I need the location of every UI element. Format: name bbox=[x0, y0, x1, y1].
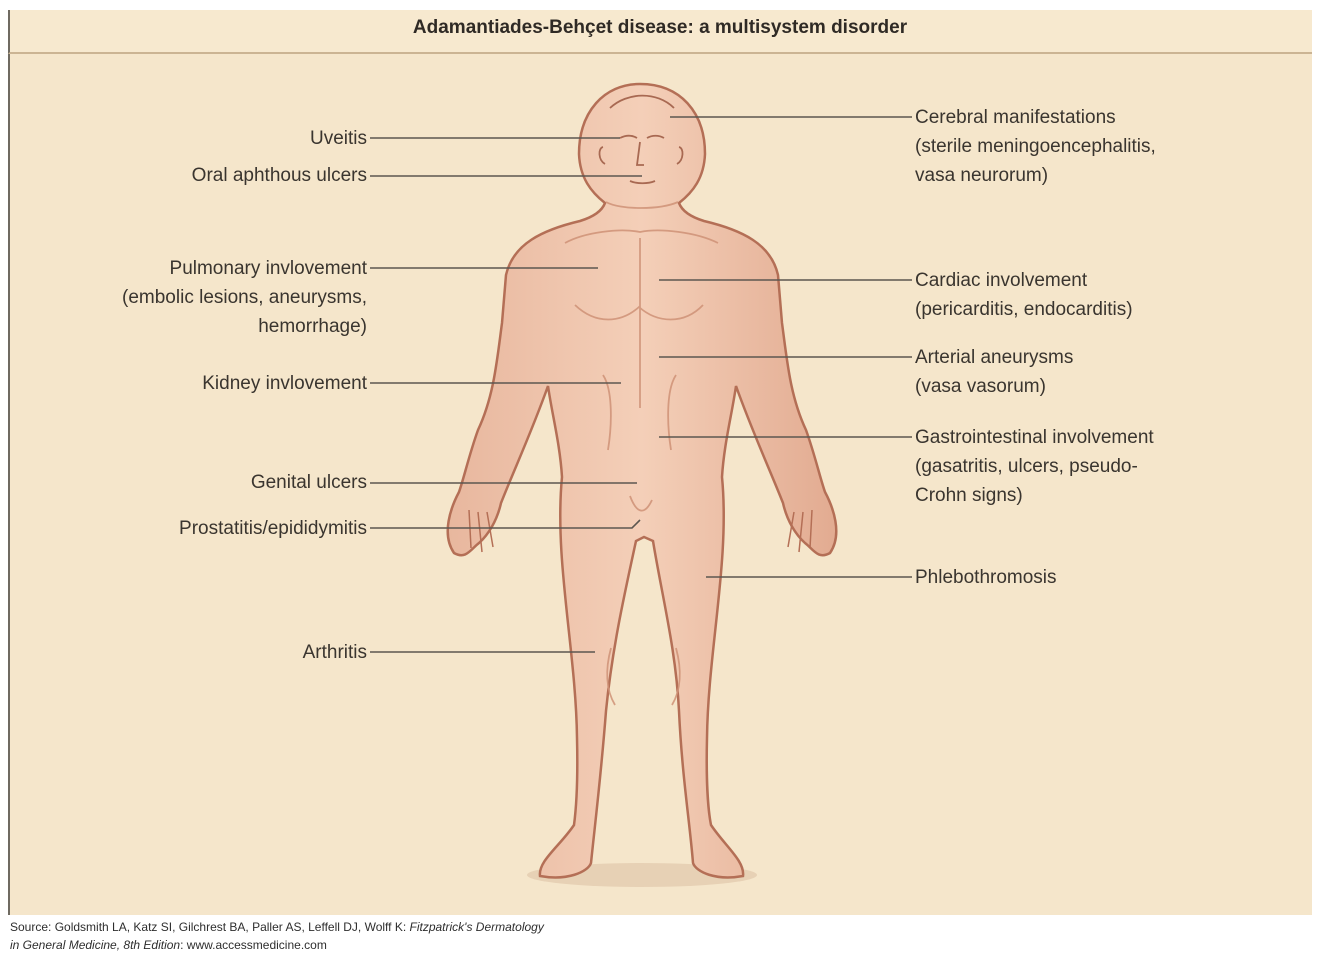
label-line: Genital ulcers bbox=[251, 468, 367, 497]
label-cardiac: Cardiac involvement (pericarditis, endoc… bbox=[915, 266, 1133, 324]
label-arterial: Arterial aneurysms (vasa vasorum) bbox=[915, 343, 1073, 401]
label-line: Arthritis bbox=[303, 638, 367, 667]
label-line: (sterile meningoencephalitis, bbox=[915, 132, 1156, 161]
human-figure bbox=[448, 84, 837, 887]
label-line: Oral aphthous ulcers bbox=[192, 161, 367, 190]
source-citation: Source: Goldsmith LA, Katz SI, Gilchrest… bbox=[10, 918, 544, 954]
source-book-edition: in General Medicine, 8th Edition bbox=[10, 938, 180, 952]
label-line: (pericarditis, endocarditis) bbox=[915, 295, 1133, 324]
label-line: Cardiac involvement bbox=[915, 266, 1133, 295]
label-arthritis: Arthritis bbox=[303, 638, 367, 667]
label-line: Prostatitis/epididymitis bbox=[179, 514, 367, 543]
label-line: Gastrointestinal involvement bbox=[915, 423, 1154, 452]
label-line: Cerebral manifestations bbox=[915, 103, 1156, 132]
label-uveitis: Uveitis bbox=[310, 124, 367, 153]
source-authors: Source: Goldsmith LA, Katz SI, Gilchrest… bbox=[10, 920, 410, 934]
label-gastro: Gastrointestinal involvement (gasatritis… bbox=[915, 423, 1154, 510]
label-line: Crohn signs) bbox=[915, 481, 1154, 510]
label-line: Uveitis bbox=[310, 124, 367, 153]
source-line-1: Source: Goldsmith LA, Katz SI, Gilchrest… bbox=[10, 918, 544, 936]
source-url: : www.accessmedicine.com bbox=[180, 938, 327, 952]
label-line: Kidney invlovement bbox=[202, 369, 367, 398]
label-oral-ulcers: Oral aphthous ulcers bbox=[192, 161, 367, 190]
label-kidney: Kidney invlovement bbox=[202, 369, 367, 398]
label-genital-ulcers: Genital ulcers bbox=[251, 468, 367, 497]
label-line: (gasatritis, ulcers, pseudo- bbox=[915, 452, 1154, 481]
label-line: (vasa vasorum) bbox=[915, 372, 1073, 401]
label-line: Arterial aneurysms bbox=[915, 343, 1073, 372]
label-phlebo: Phlebothromosis bbox=[915, 563, 1057, 592]
label-line: Pulmonary invlovement bbox=[122, 254, 367, 283]
label-prostatitis: Prostatitis/epididymitis bbox=[179, 514, 367, 543]
label-cerebral: Cerebral manifestations (sterile meningo… bbox=[915, 103, 1156, 190]
label-line: Phlebothromosis bbox=[915, 563, 1057, 592]
label-pulmonary: Pulmonary invlovement (embolic lesions, … bbox=[122, 254, 367, 341]
body-silhouette bbox=[448, 84, 837, 877]
label-line: (embolic lesions, aneurysms, bbox=[122, 283, 367, 312]
source-line-2: in General Medicine, 8th Edition: www.ac… bbox=[10, 936, 544, 954]
source-book-title: Fitzpatrick's Dermatology bbox=[410, 920, 544, 934]
label-line: hemorrhage) bbox=[122, 312, 367, 341]
label-line: vasa neurorum) bbox=[915, 161, 1156, 190]
